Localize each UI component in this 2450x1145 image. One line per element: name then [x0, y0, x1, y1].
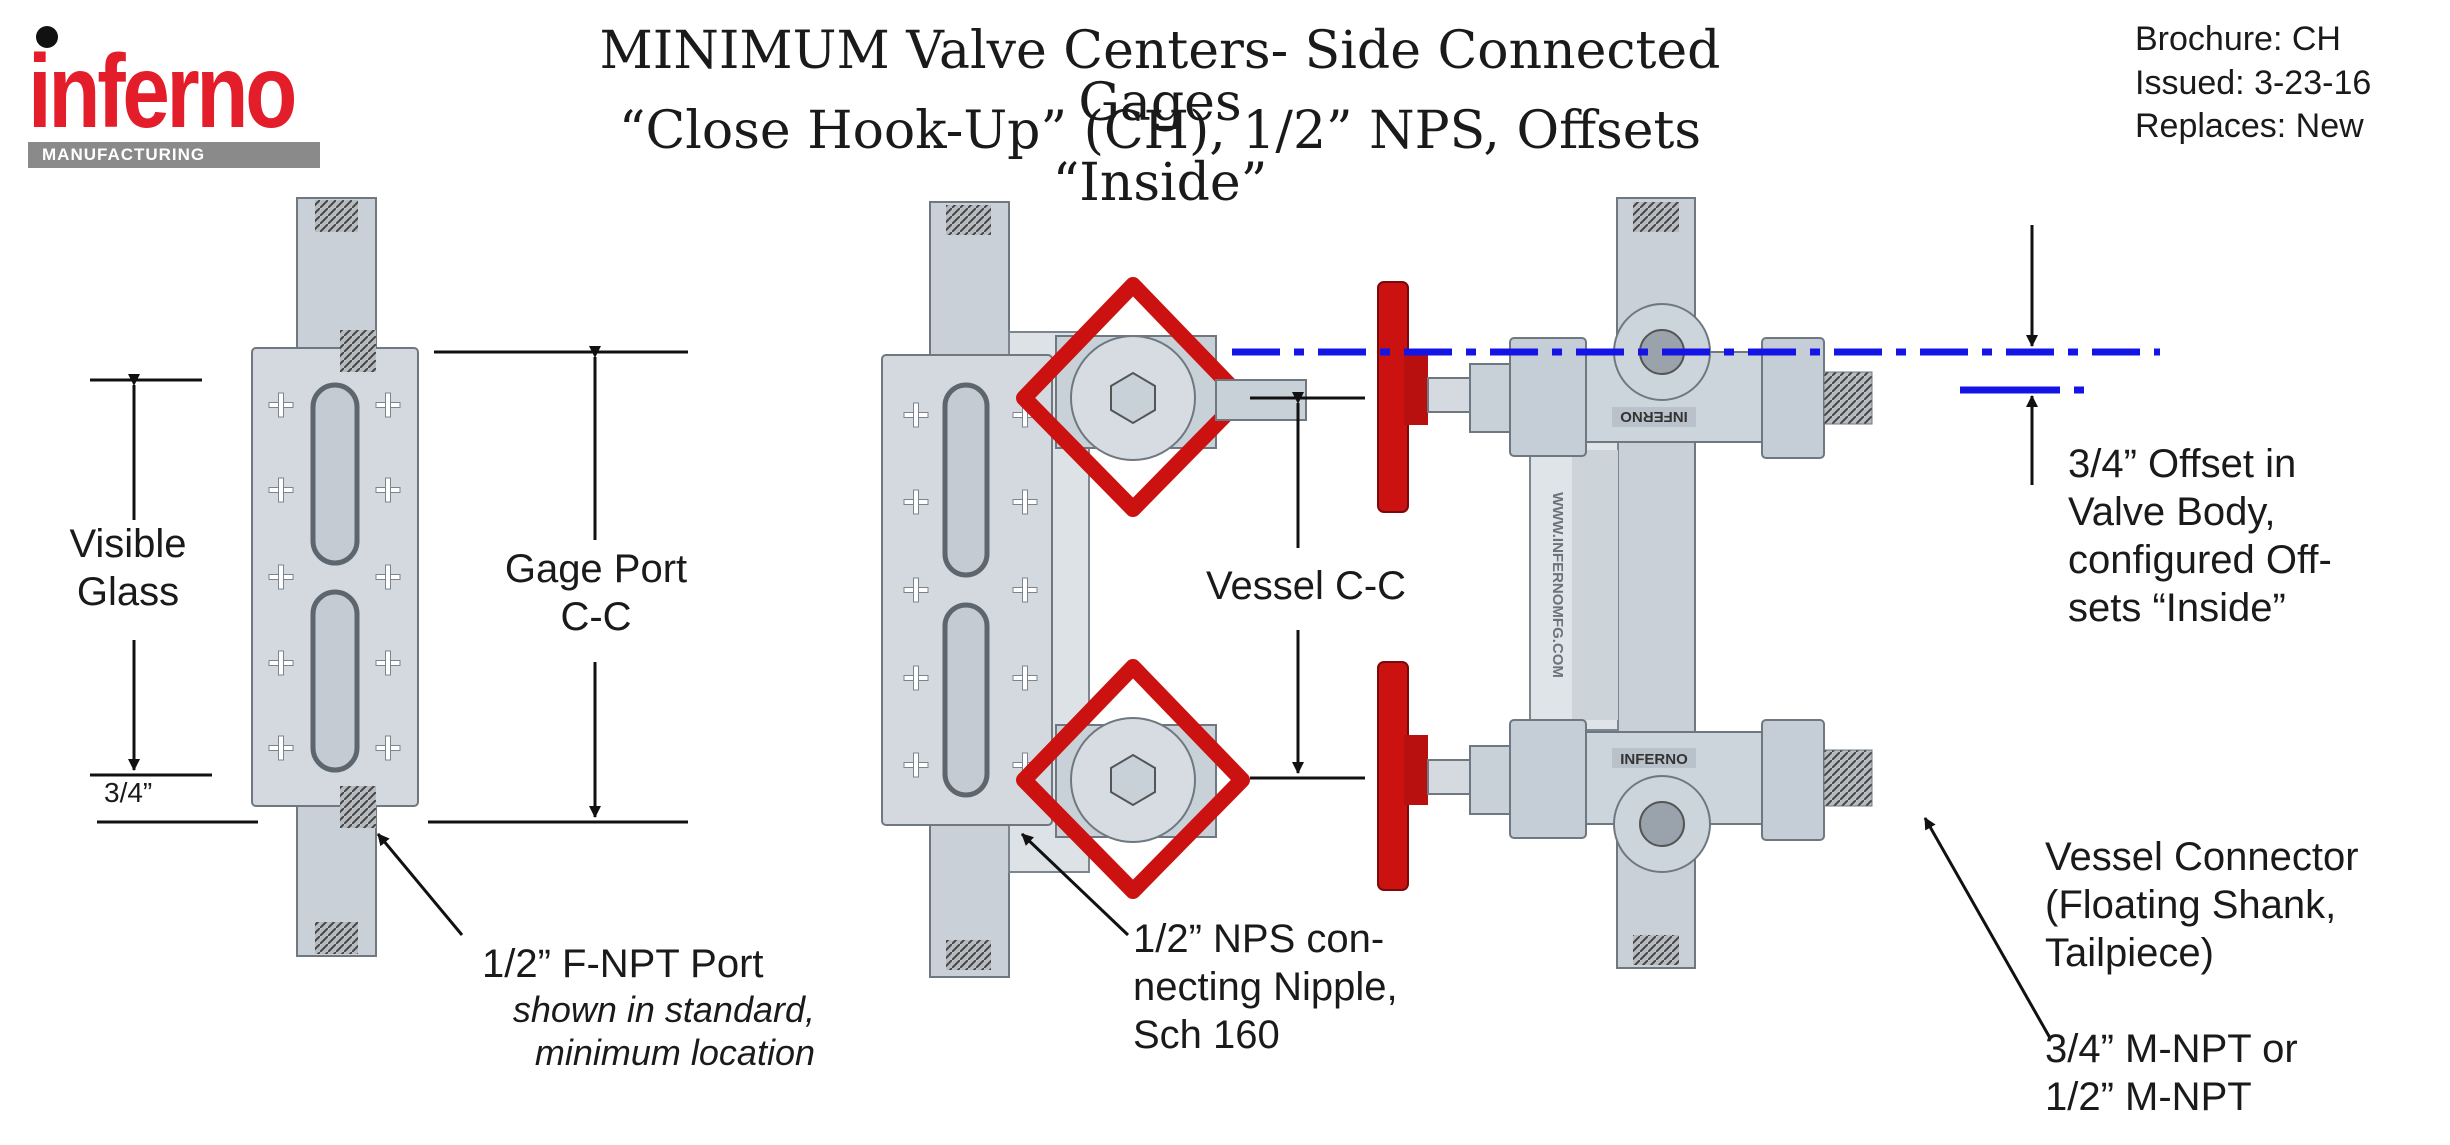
visible-glass-label: Visible Glass: [58, 520, 198, 616]
vessel-connector-label: Vessel Connector (Floating Shank, Tailpi…: [2045, 835, 2359, 975]
logo-dot: [36, 26, 58, 48]
page-title-line2: “Close Hook-Up” (CH), 1/2” NPS, Offsets …: [618, 101, 1702, 213]
page-title-line1: MINIMUM Valve Centers- Side Connected Ga…: [599, 21, 1721, 133]
gage-glass-slot-lower: [310, 589, 360, 773]
lower-valve: [1016, 659, 1250, 899]
gage-port-top: [340, 330, 376, 372]
three-quarter-label: 3/4”: [104, 777, 153, 808]
gage-port-bottom: [340, 786, 376, 828]
lower-valve-stamp: INFERNO: [1620, 751, 1688, 768]
gage-thread-top: [315, 200, 358, 232]
logo: inferno MANUFACTURING CORPORATION: [28, 26, 328, 184]
fnpt-leader: [376, 833, 464, 936]
issued-date: Issued: 3-23-16: [2135, 63, 2372, 102]
mnpt-label: 3/4” M-NPT or 1/2” M-NPT: [2045, 1027, 2298, 1119]
gage-side-view: [881, 201, 1090, 978]
gage-side-stamp: WWW.INFERNOMFG.COM: [1549, 492, 1566, 678]
logo-tagline: MANUFACTURING CORPORATION: [28, 142, 320, 184]
handwheel-upper: [1377, 281, 1428, 513]
gage-thread-bottom: [315, 922, 358, 954]
upper-valve-stamp: INFERNO: [1620, 408, 1688, 425]
gage-glass-slot-upper: [310, 382, 360, 566]
upper-valve-body: INFERNO: [1469, 303, 1873, 459]
document-meta: Brochure: CH Issued: 3-23-16 Replaces: N…: [2135, 18, 2371, 149]
gage-front-view: [251, 197, 419, 957]
logo-wordmark: inferno: [28, 34, 297, 150]
gage-port-cc-label: Gage Port C-C: [486, 545, 706, 641]
replaces-note: Replaces: New: [2135, 107, 2364, 146]
handwheel-lower: [1377, 661, 1428, 891]
connector-leader: [1923, 817, 2052, 1039]
visible-glass-dimension: [90, 374, 258, 824]
vessel-cc-dimension: [1250, 392, 1365, 780]
handle-square-upper: [1016, 277, 1250, 517]
lower-valve-body: INFERNO: [1469, 719, 1873, 873]
brochure-code: Brochure: CH: [2135, 20, 2341, 58]
nipple-leader: [1020, 832, 1130, 937]
fnpt-port-label: 1/2” F-NPT Port shown in standard, minim…: [482, 942, 815, 1074]
upper-valve: [1016, 277, 1307, 517]
handle-square-lower: [1016, 659, 1250, 899]
gage-cover-plate: [251, 347, 419, 807]
gage-port-dimension: [428, 346, 688, 824]
nipple-label: 1/2” NPS con- necting Nipple, Sch 160: [1133, 917, 1398, 1057]
offset-label: 3/4” Offset in Valve Body, configured Of…: [2068, 442, 2332, 630]
vessel-cc-label: Vessel C-C: [1200, 562, 1413, 610]
